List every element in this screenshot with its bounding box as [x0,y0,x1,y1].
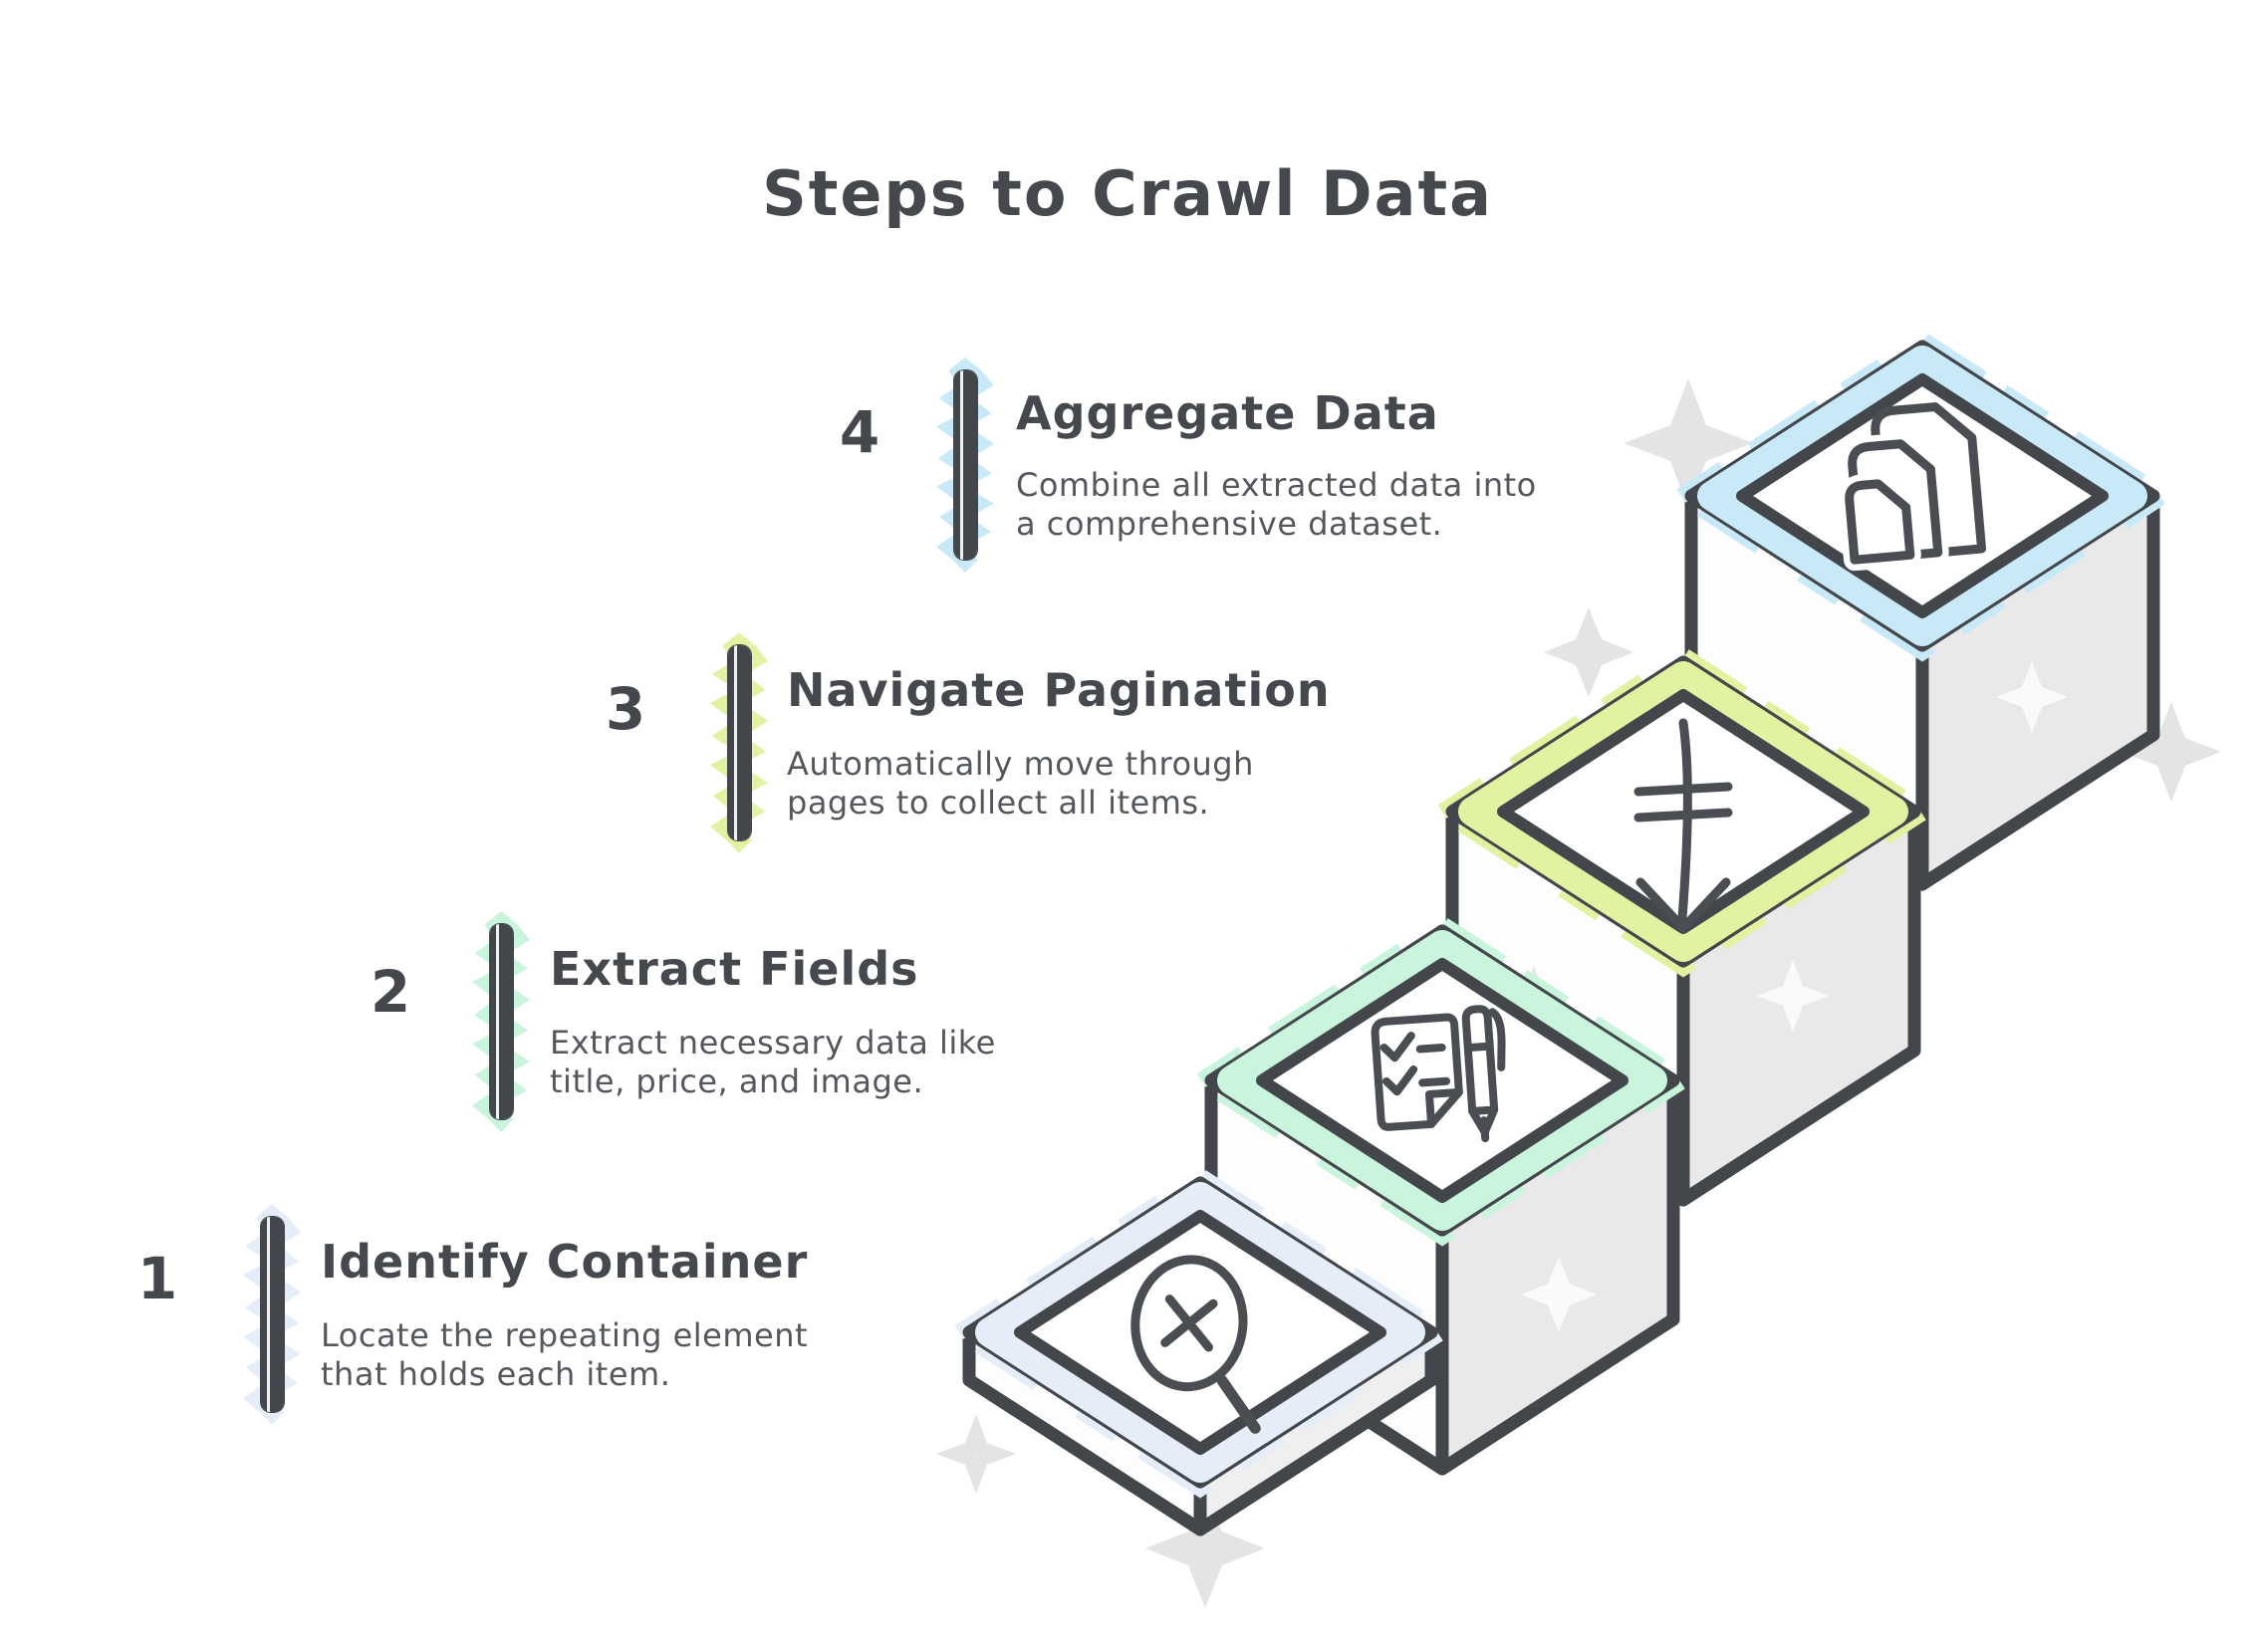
step-title: Navigate Pagination [787,663,1331,717]
step-description: Locate the repeating element that holds … [321,1316,809,1393]
step-title: Extract Fields [550,942,919,996]
accent-bar [490,924,513,1119]
checklist-pen-icon [1371,1005,1506,1143]
accent-bar [261,1217,284,1412]
step-description: Extract necessary data like title, price… [550,1024,996,1100]
step-number: 4 [839,398,880,466]
step-description: Combine all extracted data into a compre… [1016,466,1537,543]
step-description: Automatically move through pages to coll… [787,745,1254,822]
step-number: 1 [136,1245,178,1312]
step-title: Aggregate Data [1016,386,1439,440]
diagram-title: Steps to Crawl Data [762,157,1493,230]
accent-bar [954,370,977,560]
step-platform-1 [944,1166,1456,1536]
step-title: Identify Container [321,1235,809,1289]
step-number: 3 [605,675,646,743]
arrow-down-icon [1633,718,1733,933]
documents-icon [1838,402,1987,572]
accent-bar [728,645,751,840]
step-platform-4 [1666,330,2178,891]
search-x-icon [1130,1255,1261,1434]
step-number: 2 [370,958,411,1026]
